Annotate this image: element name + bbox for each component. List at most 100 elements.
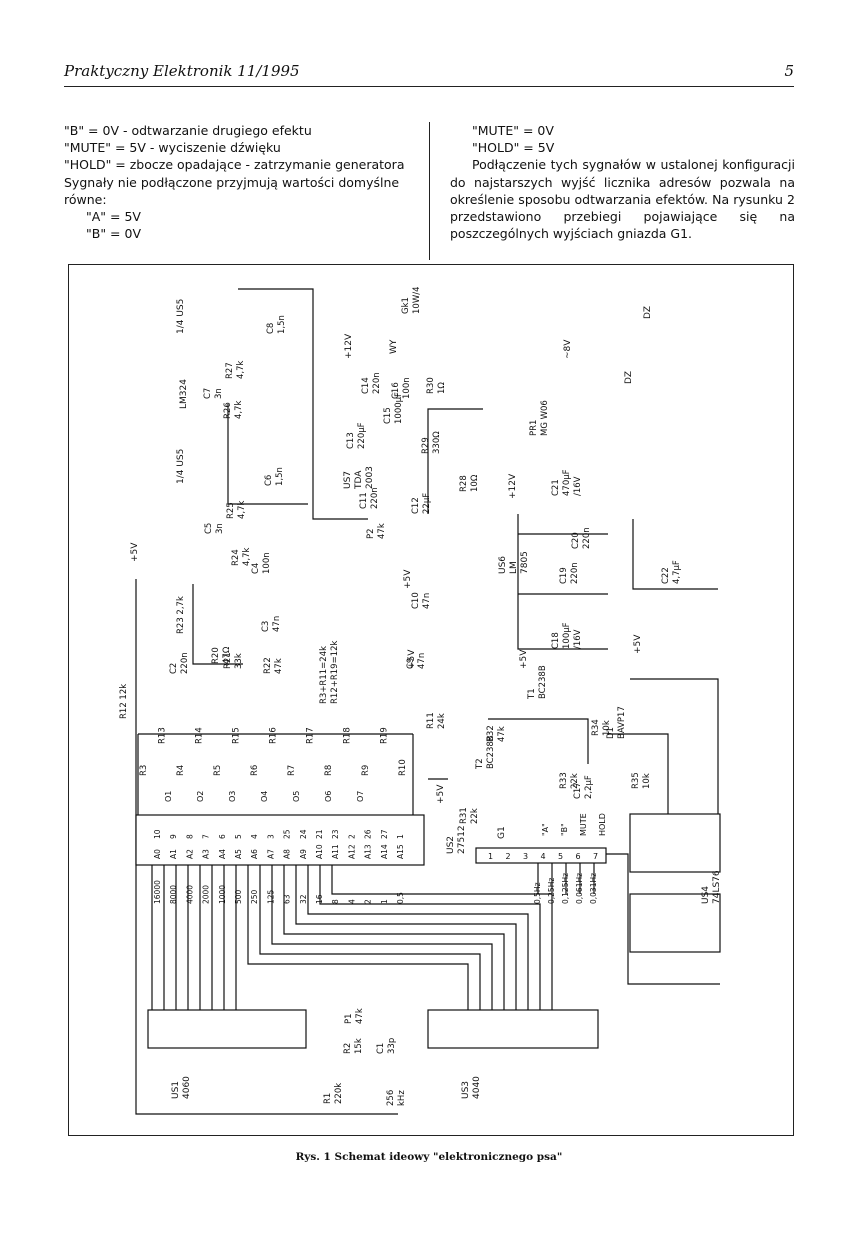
t2-label: T2	[475, 758, 485, 770]
address-weight: 8000	[169, 885, 178, 904]
c6-label: C6	[264, 475, 274, 486]
wiring	[135, 288, 721, 1115]
g1-pin: 4	[541, 852, 546, 861]
data-line: O7	[356, 791, 365, 802]
p1-label: P1	[344, 1013, 354, 1024]
pr1-label: MG W06	[540, 400, 550, 436]
c16-label: 100n	[402, 377, 412, 399]
resistor-label: R16	[269, 727, 279, 744]
resistor-sum: R12+R19=12k	[330, 640, 340, 704]
r1-label: R1	[323, 1093, 333, 1104]
r30-label: R30	[426, 377, 436, 394]
journal-title: Praktyczny Elektronik 11/1995	[64, 62, 300, 80]
address-pin: A3	[202, 849, 211, 859]
pin-number: 3	[266, 834, 275, 839]
r2-label: 15k	[354, 1038, 364, 1054]
chip-label-us5: 1/4 US5	[176, 449, 186, 484]
c15-label: 1000µF	[394, 392, 404, 424]
r25-label: 4,7k	[237, 500, 247, 519]
c14-label: 220n	[372, 372, 382, 394]
address-pin: A0	[153, 849, 162, 859]
r23-label: R23 2,7k	[176, 596, 186, 634]
figure-frame	[68, 264, 794, 1136]
c8-label: C8	[266, 323, 276, 334]
pin-number: 6	[218, 834, 227, 839]
supply-label: +12V	[508, 473, 518, 499]
r20-label: 47Ω	[222, 646, 232, 664]
c18-label: /16V	[573, 629, 583, 649]
text-line: "HOLD" = zbocze opadające - zatrzymanie …	[64, 157, 405, 173]
g1-pin: 3	[523, 852, 528, 861]
address-pin: A4	[218, 849, 227, 859]
dz-label: DZ	[643, 306, 653, 319]
c15-label: C15	[383, 407, 393, 424]
chip-label-us7: US7	[343, 471, 353, 489]
address-weight: 16000	[153, 880, 162, 904]
address-pin: A7	[266, 849, 275, 859]
r29-label: R29	[421, 437, 431, 454]
pin-number: 25	[283, 829, 292, 839]
data-line: O4	[260, 791, 269, 802]
c5-label: 3n	[215, 523, 225, 534]
text-line: "B" = 0V	[86, 226, 141, 242]
g1-frequency: 0,5Hz	[533, 882, 542, 904]
c18-label: C18	[551, 632, 561, 649]
address-pin: A15	[396, 844, 405, 859]
column-separator	[429, 122, 430, 260]
address-weight: 1000	[218, 885, 227, 904]
chip-label-lm324: LM324	[179, 379, 189, 409]
address-pin: A10	[315, 844, 324, 859]
resistor-label: R4	[176, 765, 186, 776]
ac-input-label: ~8V	[563, 339, 573, 359]
t2-label: BC238B	[486, 735, 496, 769]
address-pin: A2	[185, 849, 194, 859]
r24-label: 4,7k	[242, 547, 252, 566]
chip-label-us6: US6	[498, 556, 508, 574]
d1-label: D1	[606, 727, 616, 739]
c19-label: C19	[559, 567, 569, 584]
address-weight: 16	[315, 894, 324, 904]
text-line: "B" = 0V - odtwarzanie drugiego efektu	[64, 123, 312, 138]
r22-label: 47k	[274, 658, 284, 674]
resistor-label: R5	[213, 765, 223, 776]
pin-number: 24	[299, 829, 308, 839]
r11-label: R11	[426, 712, 436, 729]
c2-label: 220n	[180, 652, 190, 674]
pin-number: 21	[315, 829, 324, 839]
c7-label: 3n	[214, 388, 224, 399]
resistor-label: R13	[158, 727, 168, 744]
chip-label-us2: US2	[446, 836, 456, 854]
pin-number: 8	[185, 834, 194, 839]
r11-label: 24k	[437, 713, 447, 729]
address-weight: 32	[299, 894, 308, 904]
supply-label: +5V	[130, 542, 140, 562]
resistor-label: R8	[324, 765, 334, 776]
resistor-label: R9	[361, 765, 371, 776]
c14-label: C14	[361, 377, 371, 394]
c21-label: C21	[551, 479, 561, 496]
chip-label-us6: 7805	[520, 551, 530, 574]
chip-label-us7: 2003	[365, 466, 375, 489]
p1-label: 47k	[355, 1008, 365, 1024]
g1-pin: 7	[593, 852, 598, 861]
address-pin: A8	[283, 849, 292, 859]
c16-label: C16	[391, 382, 401, 399]
input-label: HOLD	[598, 813, 607, 836]
c22-label: C22	[661, 567, 671, 584]
supply-label: +5V	[403, 569, 413, 589]
c10-label: 47n	[422, 593, 432, 609]
r32-label: R32	[486, 725, 496, 742]
address-weight: 125	[266, 889, 275, 904]
chip-label-us4: 74LS76	[712, 870, 722, 904]
address-weight: 4	[347, 899, 356, 904]
address-weight: 1	[380, 899, 389, 904]
pin-number: 5	[234, 834, 243, 839]
r32-label: 47k	[497, 726, 507, 742]
c18-label: 100µF	[562, 622, 572, 649]
frequency-label: kHz	[397, 1090, 407, 1106]
pin-number: 4	[250, 834, 259, 839]
header-rule	[64, 86, 794, 87]
address-pin: A11	[331, 844, 340, 859]
chip-label-us3: 4040	[472, 1076, 482, 1099]
